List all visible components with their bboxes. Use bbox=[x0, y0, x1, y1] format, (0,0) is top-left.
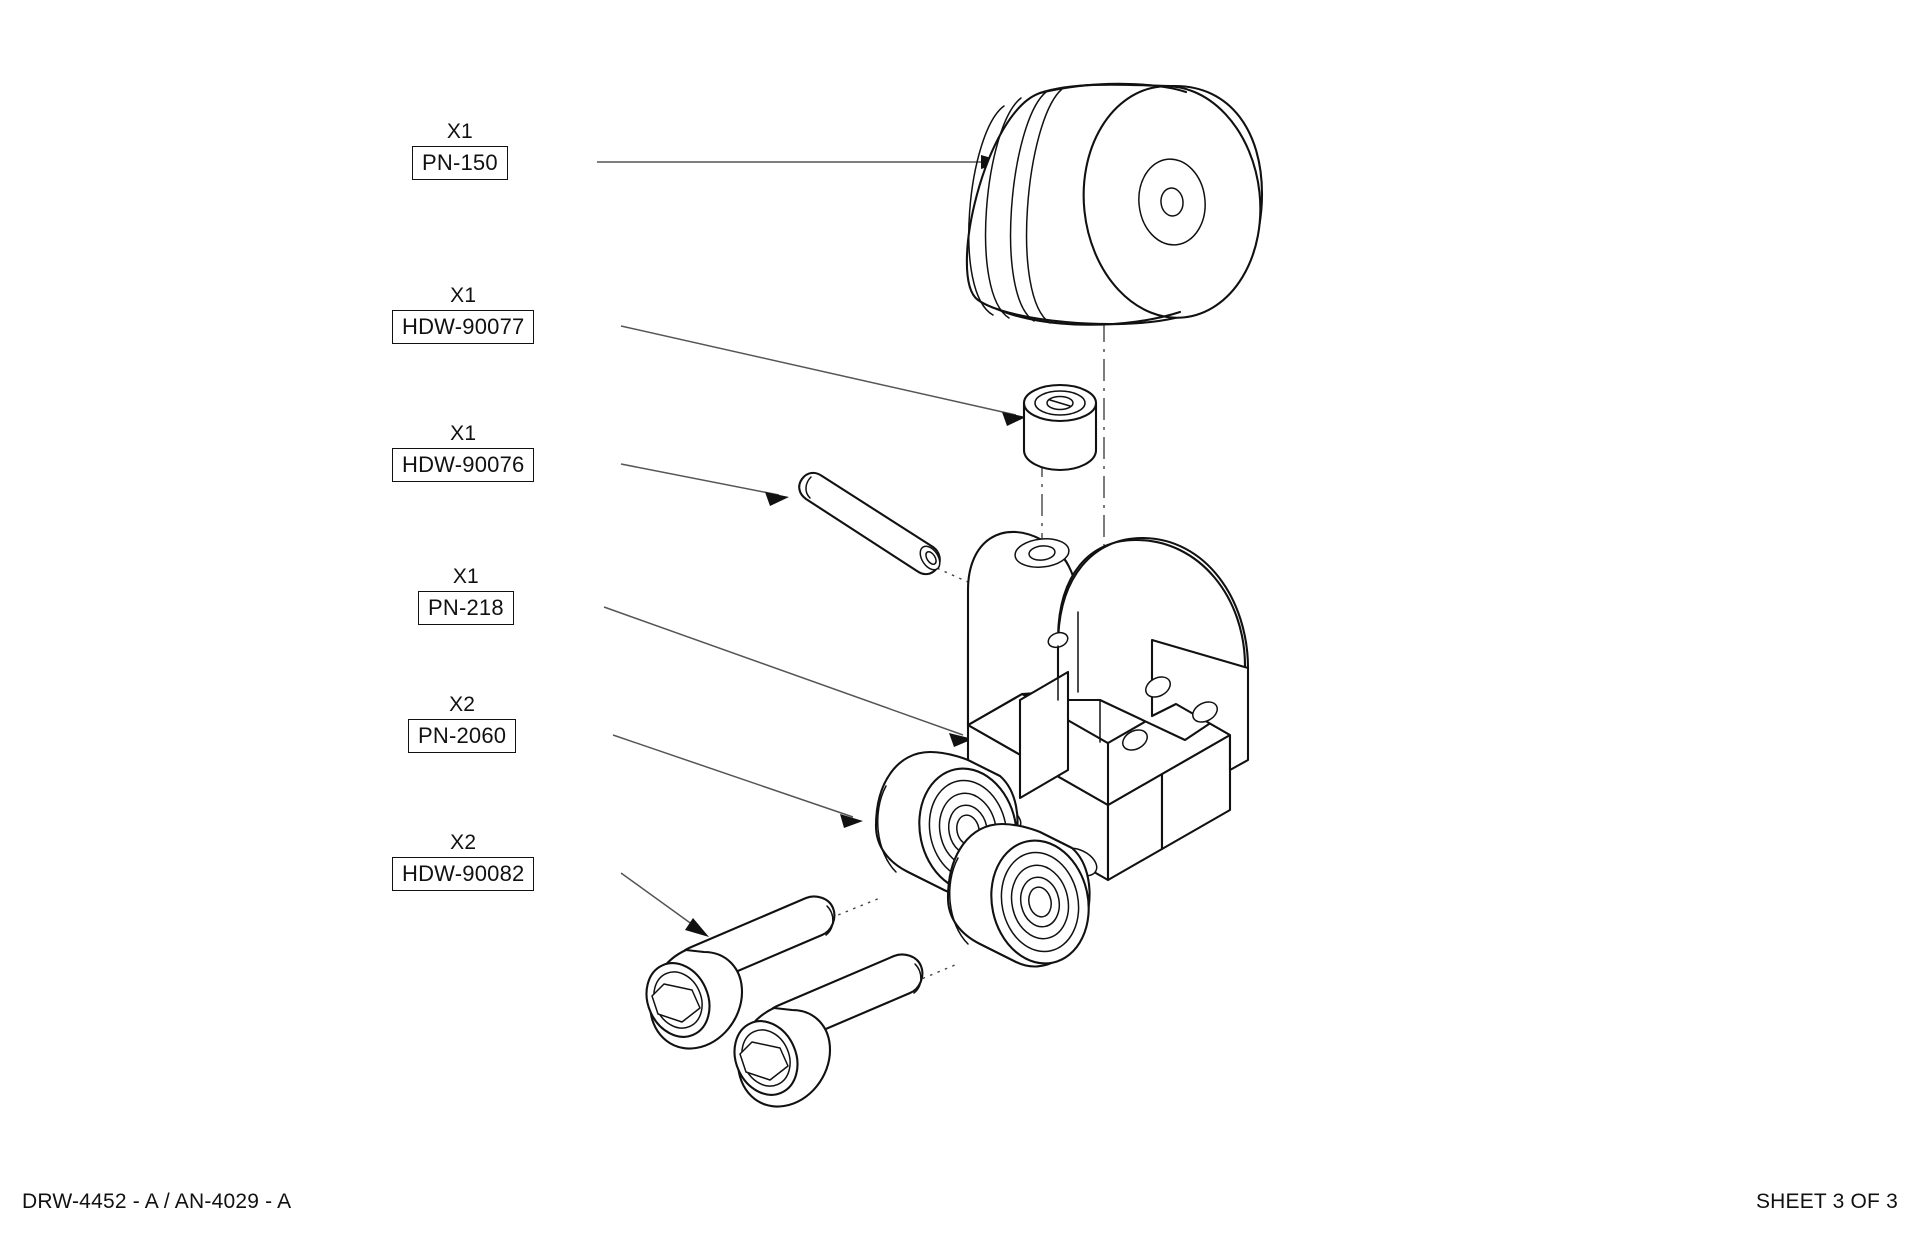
arrowhead-hdw-90077 bbox=[1002, 412, 1026, 426]
callout-part-number: PN-218 bbox=[418, 591, 514, 625]
socket-head-screw-1 bbox=[645, 895, 836, 1050]
callout-hdw-90082[interactable]: X2 HDW-90082 bbox=[392, 831, 535, 891]
bearing-roller-2 bbox=[946, 822, 1091, 968]
bracket-body bbox=[966, 530, 1250, 882]
callout-qty: X2 bbox=[449, 693, 476, 716]
leader-lines bbox=[597, 155, 1026, 937]
callout-qty: X2 bbox=[450, 831, 477, 854]
arrowhead-pn-218 bbox=[949, 733, 973, 747]
callout-qty: X1 bbox=[452, 565, 479, 588]
callout-qty: X1 bbox=[450, 422, 477, 445]
callout-pn-150[interactable]: X1 PN-150 bbox=[412, 120, 508, 180]
callout-part-number: PN-2060 bbox=[408, 719, 517, 753]
dowel-pin bbox=[798, 471, 941, 576]
callout-part-number: HDW-90076 bbox=[392, 448, 535, 482]
callout-hdw-90076[interactable]: X1 HDW-90076 bbox=[392, 422, 535, 482]
callout-pn-218[interactable]: X1 PN-218 bbox=[418, 565, 514, 625]
sheet-number: SHEET 3 OF 3 bbox=[1755, 1190, 1898, 1213]
spacer-bushing bbox=[1022, 383, 1098, 472]
callout-part-number: HDW-90082 bbox=[392, 857, 535, 891]
socket-head-screw bbox=[645, 895, 924, 1108]
bearing-roller bbox=[874, 750, 1091, 968]
callout-pn-2060[interactable]: X2 PN-2060 bbox=[408, 693, 517, 753]
callout-part-number: PN-150 bbox=[412, 146, 508, 180]
arrowhead-hdw-90076 bbox=[765, 492, 789, 506]
callout-qty: X1 bbox=[450, 284, 477, 307]
arrowhead-hdw-90082 bbox=[685, 918, 709, 937]
pulley-wheel bbox=[965, 82, 1264, 326]
callout-part-number: HDW-90077 bbox=[392, 310, 535, 344]
arrowhead-pn-2060 bbox=[840, 814, 863, 828]
callout-qty: X1 bbox=[446, 120, 473, 143]
callout-hdw-90077[interactable]: X1 HDW-90077 bbox=[392, 284, 535, 344]
socket-head-screw-2 bbox=[733, 953, 924, 1108]
drawing-number: DRW-4452 - A / AN-4029 - A bbox=[22, 1190, 292, 1213]
